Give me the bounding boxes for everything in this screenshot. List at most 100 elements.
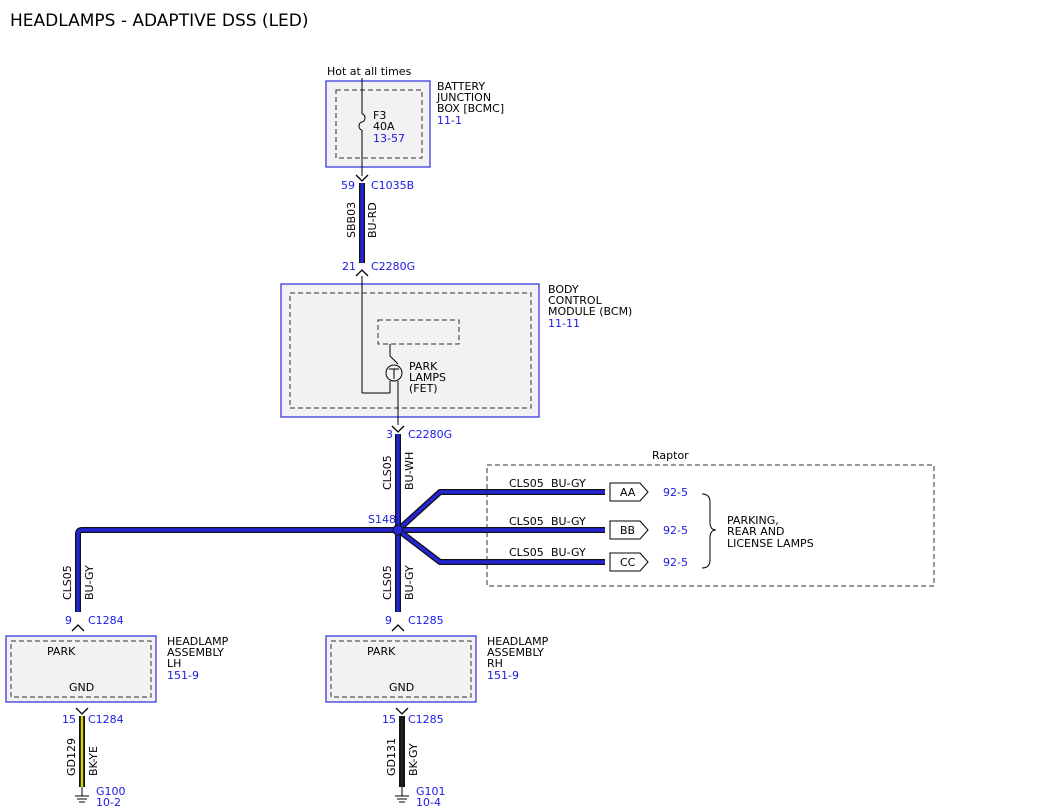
battery-box-name-1: BATTERY (437, 80, 485, 93)
lh-ref: 151-9 (167, 669, 199, 682)
ground-icon (75, 787, 89, 803)
fet-icon (385, 364, 403, 382)
branch-cc-ref: 92-5 (663, 556, 688, 569)
bcm-ref: 11-11 (548, 317, 580, 330)
branch-aa-tag: AA (620, 486, 636, 499)
connector-arrow-icon (75, 707, 89, 715)
connector-arrow-icon (71, 624, 85, 632)
c1035b-name: C1035B (371, 179, 414, 192)
c1035b-pin: 59 (341, 179, 355, 192)
raptor-branch-cc: CLS05 BU-GY CC 92-5 (509, 546, 688, 572)
branch-bb-tag: BB (620, 524, 635, 537)
fuse-rating: 40A (373, 120, 395, 133)
connector-tag-icon (609, 552, 649, 572)
bcm-name-3: MODULE (BCM) (548, 305, 632, 318)
raptor-branch-aa: CLS05 BU-GY AA 92-5 (509, 477, 688, 502)
wire-sbb03: SBB03 BU-RD (345, 183, 379, 263)
sbb03-circuit: SBB03 (345, 202, 358, 238)
connector-tag-icon (609, 482, 649, 502)
lh-name-1: HEADLAMP (167, 635, 229, 648)
ground-icon (395, 787, 409, 803)
lh-ground-name: G100 (96, 785, 126, 798)
battery-box-ref: 11-1 (437, 114, 462, 127)
headlamp-assembly-lh: CLS05 BU-GY 9 C1284 PARK GND HEADLAMP AS… (5, 565, 229, 809)
rh-gnd-pin: 15 (382, 713, 396, 726)
connector-tag-icon (609, 520, 649, 540)
bcm-name-1: BODY (548, 283, 579, 296)
battery-box-name-2: JUNCTION (436, 91, 491, 104)
fuse-ref: 13-57 (373, 132, 405, 145)
connector-arrow-icon (355, 269, 369, 277)
c2280g-top-name: C2280G (371, 260, 415, 273)
connector-c1035b: 59 C1035B (341, 174, 414, 192)
rh-ground-ref: 10-4 (416, 796, 441, 809)
branch-cc-circuit: CLS05 (509, 546, 544, 559)
rh-circuit: CLS05 (381, 565, 394, 600)
diagram-title: HEADLAMPS - ADAPTIVE DSS (LED) (10, 11, 309, 31)
fuse-name: F3 (373, 109, 386, 122)
raptor-branch-bb: CLS05 BU-GY BB 92-5 (509, 515, 688, 540)
rh-park-label: PARK (367, 645, 396, 658)
cls05-main-circuit: CLS05 (381, 455, 394, 490)
lh-gnd-color: BK-YE (87, 746, 100, 776)
c2280g-top-pin: 21 (342, 260, 356, 273)
raptor-dest-1: PARKING, (727, 514, 779, 527)
fet-label-1: PARK (409, 360, 438, 373)
rh-ground-name: G101 (416, 785, 446, 798)
rh-connector: C1285 (408, 614, 444, 627)
fet-label-3: (FET) (409, 382, 438, 395)
lh-name-2: ASSEMBLY (167, 646, 224, 659)
splice-label: S148 (368, 513, 396, 526)
lh-ground-ref: 10-2 (96, 796, 121, 809)
headlamp-assembly-rh: CLS05 BU-GY 9 C1285 PARK GND HEADLAMP AS… (325, 565, 549, 809)
lh-circuit: CLS05 (61, 565, 74, 600)
c2280g-bottom-name: C2280G (408, 428, 452, 441)
connector-c2280g-top: 21 C2280G (342, 260, 415, 277)
raptor-dest-2: REAR AND (727, 525, 784, 538)
rh-gnd-color: BK-GY (407, 743, 420, 776)
brace-icon (701, 493, 717, 569)
branch-cc-color: BU-GY (551, 546, 586, 559)
connector-arrow-icon (391, 624, 405, 632)
rh-gnd-connector: C1285 (408, 713, 444, 726)
rh-name-3: RH (487, 657, 503, 670)
rh-color: BU-GY (403, 565, 416, 600)
splice-icon (392, 524, 404, 536)
bcm-name-2: CONTROL (548, 294, 603, 307)
raptor-label: Raptor (652, 449, 689, 462)
lh-connector: C1284 (88, 614, 124, 627)
body-control-module: BODY CONTROL MODULE (BCM) 11-11 PARK LAM… (280, 276, 632, 425)
battery-box-name-3: BOX [BCMC] (437, 102, 504, 115)
lh-gnd-circuit: GD129 (65, 738, 78, 776)
connector-c2280g-bottom: 3 C2280G (386, 425, 452, 441)
lh-name-3: LH (167, 657, 181, 670)
rh-name-2: ASSEMBLY (487, 646, 544, 659)
sbb03-color: BU-RD (366, 202, 379, 238)
rh-gnd-label: GND (389, 681, 414, 694)
branch-bb-ref: 92-5 (663, 524, 688, 537)
lh-gnd-connector: C1284 (88, 713, 124, 726)
branch-aa-color: BU-GY (551, 477, 586, 490)
hot-at-all-times-label: Hot at all times (327, 65, 412, 78)
lh-color: BU-GY (83, 565, 96, 600)
connector-arrow-icon (395, 707, 409, 715)
fet-label-2: LAMPS (409, 371, 446, 384)
branch-aa-ref: 92-5 (663, 486, 688, 499)
lh-gnd-label: GND (69, 681, 94, 694)
rh-pin: 9 (385, 614, 392, 627)
branch-bb-circuit: CLS05 (509, 515, 544, 528)
connector-arrow-icon (391, 425, 405, 433)
branch-aa-circuit: CLS05 (509, 477, 544, 490)
cls05-main-color: BU-WH (403, 452, 416, 490)
raptor-dest-3: LICENSE LAMPS (727, 537, 814, 550)
cls05-wiring: S148 CLS05 BU-WH (75, 434, 605, 612)
battery-junction-box: Hot at all times BATTERY JUNCTION BOX [B… (325, 65, 504, 176)
branch-bb-color: BU-GY (551, 515, 586, 528)
branch-cc-tag: CC (620, 556, 636, 569)
rh-ref: 151-9 (487, 669, 519, 682)
rh-gnd-circuit: GD131 (385, 738, 398, 776)
fuse-icon (358, 113, 366, 131)
c2280g-bottom-pin: 3 (386, 428, 393, 441)
rh-name-1: HEADLAMP (487, 635, 549, 648)
